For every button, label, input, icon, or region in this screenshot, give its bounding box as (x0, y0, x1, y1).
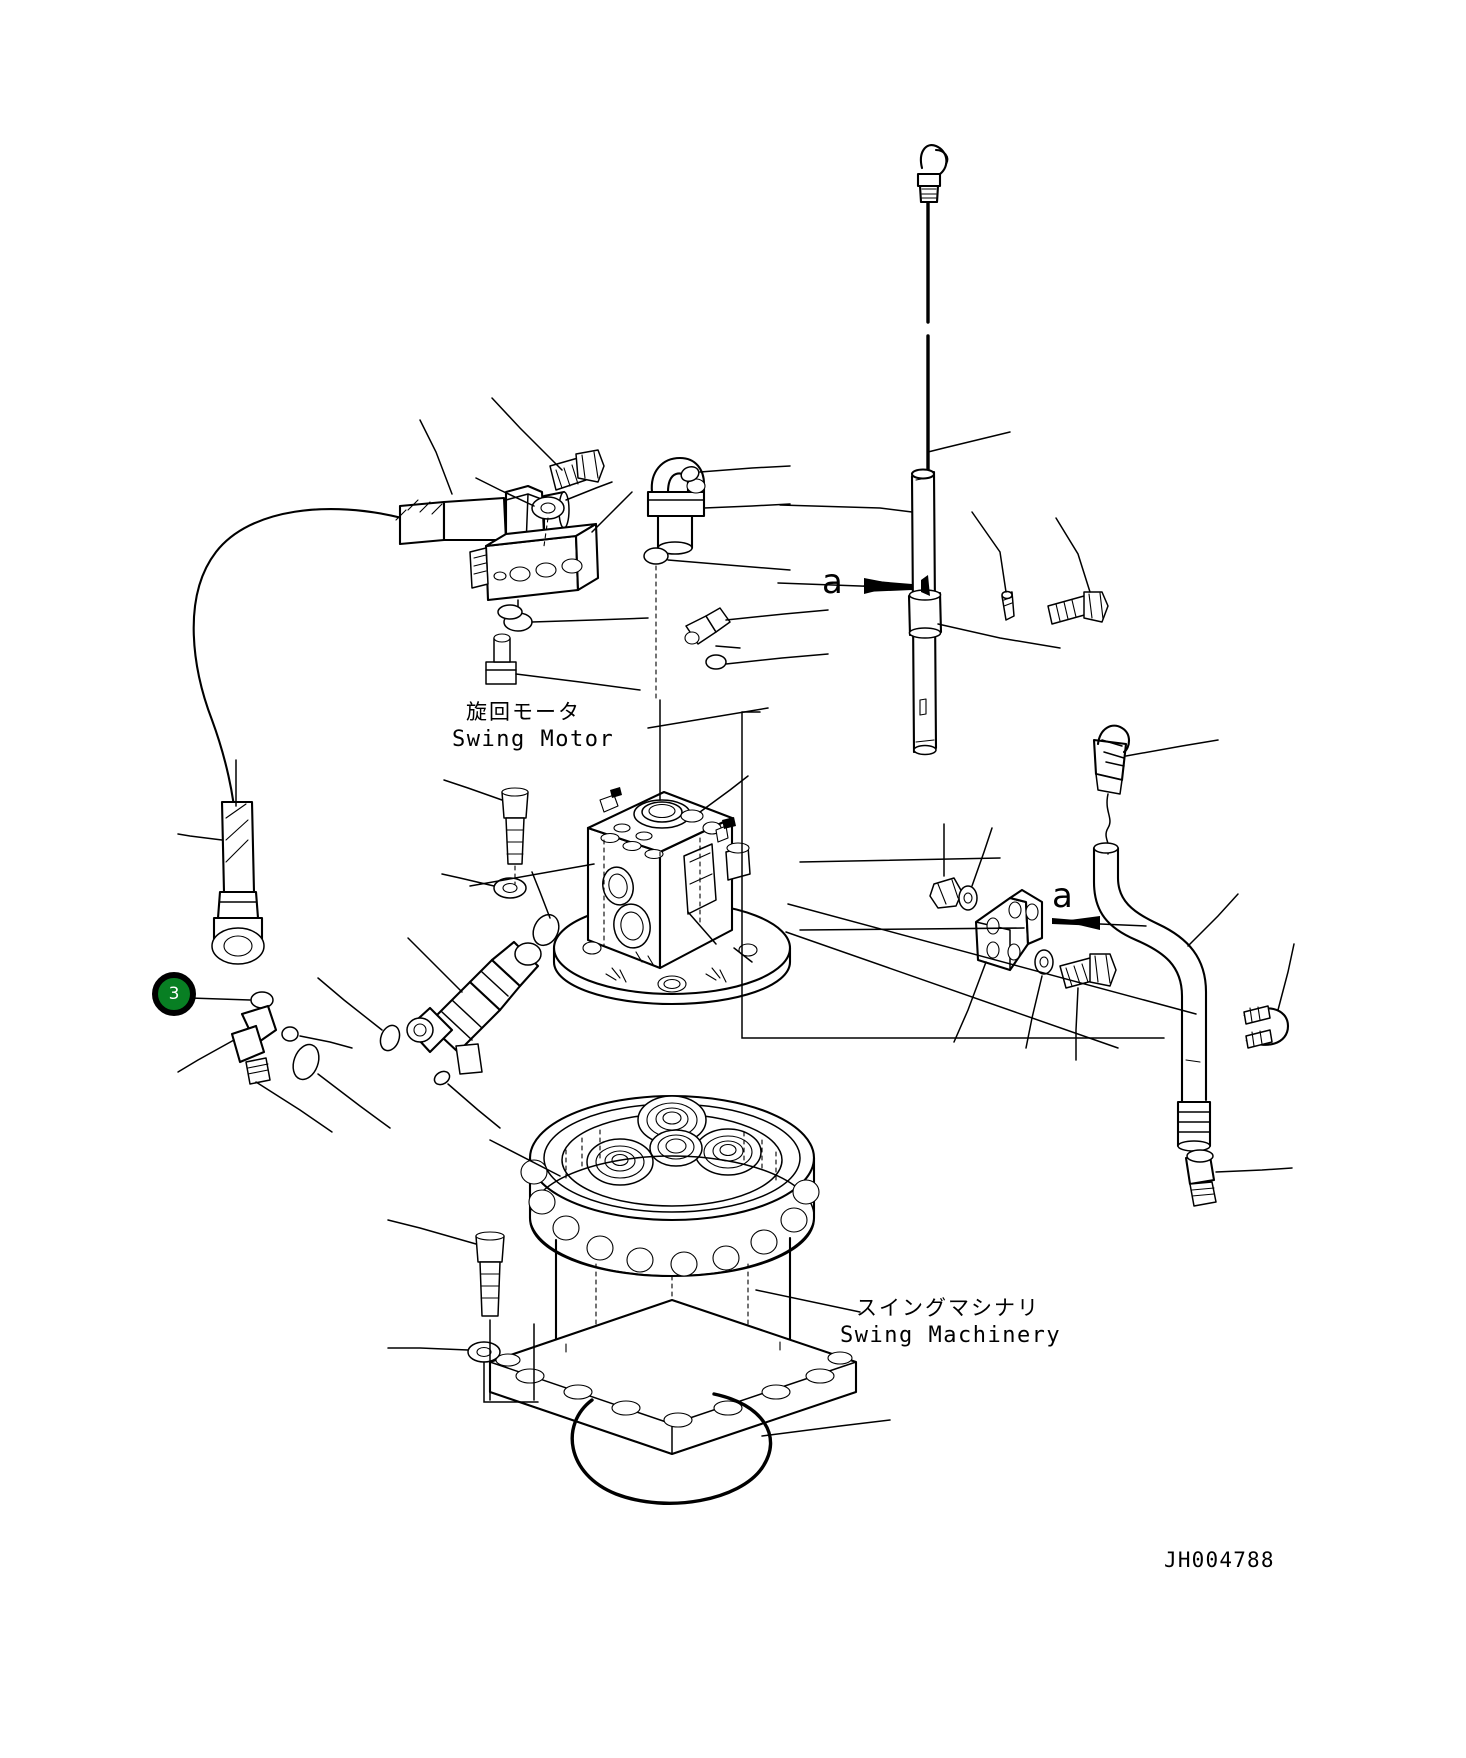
breather-cap (1092, 724, 1219, 855)
filler-washer (971, 511, 1015, 621)
relief-valve-fitting (317, 871, 560, 1129)
bracket-nut (929, 823, 963, 909)
projection-lines (469, 707, 1197, 1313)
bracket-washer-top (958, 827, 993, 911)
bracket-washer-bottom (1025, 949, 1054, 1049)
motor-mount-bolts (441, 779, 529, 899)
filler-tube-group (777, 468, 1109, 756)
lower-left-elbow (177, 1004, 391, 1133)
swing-machinery-gearbox (488, 1094, 858, 1456)
planet-gear-1 (637, 1095, 707, 1145)
swing-machinery-label-english: Swing Machinery (840, 1323, 1062, 1348)
swing-machinery-label-japanese: スイングマシナリ (856, 1296, 1040, 1320)
planet-gear-3 (694, 1128, 762, 1176)
manifold-nut (503, 599, 649, 632)
lower-right-fitting (1184, 1149, 1293, 1207)
mounting-bracket (929, 823, 1147, 1061)
swing-motor-label-japanese: 旋回モータ (466, 700, 581, 724)
manifold-washer (475, 477, 565, 547)
lower-gasket-ring (570, 1392, 891, 1505)
planet-gear-2 (586, 1138, 654, 1186)
s-bend-tube-right (1092, 842, 1295, 1207)
manifold-block (469, 397, 649, 691)
section-marker-left: a (822, 562, 844, 602)
section-marker-right: a (1052, 876, 1074, 916)
filler-bolt (1047, 517, 1109, 625)
section-arrow-left (863, 578, 913, 594)
sun-gear (649, 1129, 703, 1167)
gearbox-mount-bolt (387, 1219, 539, 1403)
swing-motor-body (552, 787, 792, 1006)
mid-fitting (684, 607, 829, 670)
u-clamp (1243, 943, 1295, 1049)
lower-nut-stack (485, 633, 641, 691)
elbow-fitting (643, 456, 791, 701)
misc-leads (659, 699, 749, 945)
drawing-number: JH004788 (1164, 1548, 1275, 1572)
gearbox-bolt-ring (520, 1159, 820, 1277)
swing-motor-label-english: Swing Motor (452, 727, 615, 752)
callout-badge-3[interactable]: 3 (152, 972, 196, 1016)
manifold-bolt (491, 397, 605, 491)
